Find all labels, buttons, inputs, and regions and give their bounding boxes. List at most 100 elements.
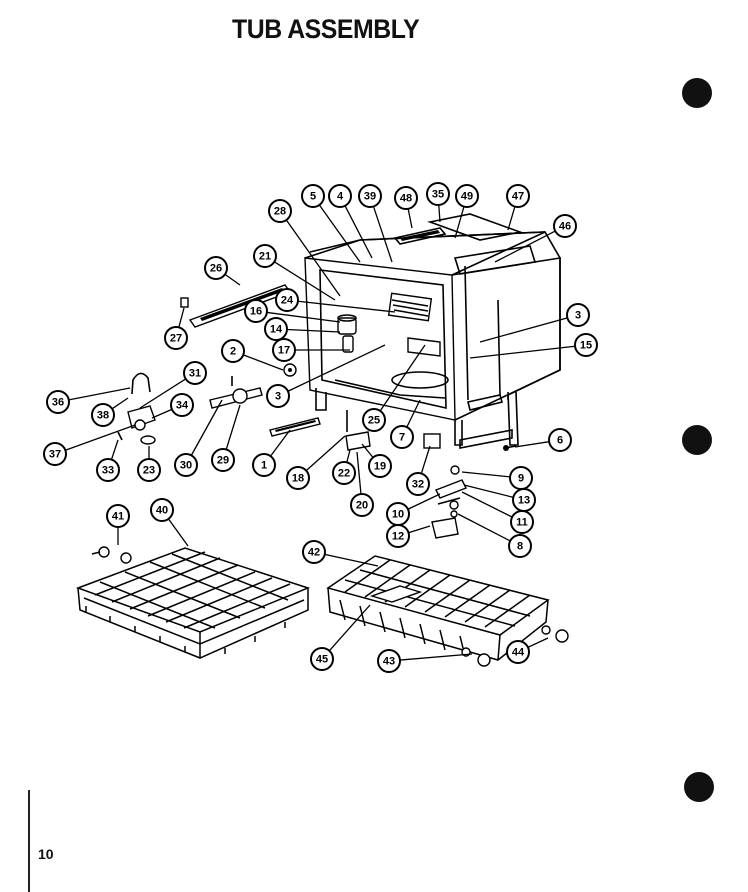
- callout-circle: [350, 493, 374, 517]
- binder-hole-middle: [682, 425, 712, 455]
- callout-5: 5: [301, 184, 361, 263]
- callout-number: 39: [364, 191, 376, 203]
- callout-circle: [96, 458, 120, 482]
- callout-circle: [508, 534, 532, 558]
- callout-number: 28: [274, 206, 286, 218]
- callout-48: 48: [394, 186, 418, 229]
- leader-line: [407, 208, 413, 229]
- callout-number: 3: [275, 391, 281, 403]
- leader-line: [190, 399, 223, 456]
- callout-number: 43: [383, 656, 395, 668]
- callout-44: 44: [506, 637, 549, 664]
- callout-number: 15: [580, 340, 592, 352]
- callout-circle: [332, 461, 356, 485]
- callout-number: 10: [392, 509, 404, 521]
- page-edge-line: [28, 790, 30, 892]
- callout-circle: [170, 393, 194, 417]
- leader-line: [346, 449, 351, 463]
- callout-number: 11: [516, 517, 528, 529]
- callout-circle: [377, 649, 401, 673]
- callout-1: 1: [252, 429, 291, 477]
- callout-number: 30: [180, 460, 192, 472]
- callout-47: 47: [506, 184, 530, 231]
- callout-circle: [286, 466, 310, 490]
- callout-number: 3: [575, 310, 581, 322]
- callout-46: 46: [494, 214, 577, 263]
- callout-42: 42: [302, 540, 379, 567]
- leader-line: [68, 387, 131, 401]
- callout-38: 38: [91, 397, 129, 427]
- callout-circle: [253, 244, 277, 268]
- callout-35: 35: [426, 182, 450, 223]
- callout-45: 45: [310, 604, 371, 671]
- callout-34: 34: [151, 393, 194, 419]
- callout-circle: [268, 199, 292, 223]
- callout-circle: [368, 454, 392, 478]
- callout-9: 9: [461, 466, 533, 490]
- callout-11: 11: [461, 491, 534, 534]
- callout-24: 24: [275, 288, 396, 313]
- leader-line: [344, 205, 373, 259]
- callout-number: 26: [210, 263, 222, 275]
- leader-line: [287, 344, 386, 392]
- callout-16: 16: [244, 299, 341, 323]
- upper-rack: [326, 555, 569, 667]
- callout-number: 34: [176, 400, 189, 412]
- callout-19: 19: [361, 443, 392, 478]
- callout-number: 46: [559, 221, 571, 233]
- callout-40: 40: [150, 498, 189, 547]
- leader-line: [318, 204, 361, 263]
- callout-number: 23: [143, 465, 155, 477]
- callout-number: 49: [461, 191, 473, 203]
- callout-number: 47: [512, 191, 524, 203]
- callout-number: 18: [292, 473, 304, 485]
- callout-37: 37: [43, 424, 136, 466]
- callout-17: 17: [272, 338, 350, 362]
- callout-25: 25: [362, 344, 426, 432]
- callout-28: 28: [268, 199, 341, 297]
- callout-circle: [426, 182, 450, 206]
- callout-21: 21: [253, 244, 336, 301]
- leader-line: [461, 471, 511, 478]
- callout-number: 2: [230, 346, 236, 358]
- leader-line: [297, 300, 396, 313]
- leader-line: [110, 439, 119, 460]
- leader-line: [454, 206, 465, 239]
- callout-number: 12: [392, 531, 404, 543]
- callout-circle: [43, 442, 67, 466]
- callout-number: 7: [399, 432, 405, 444]
- leader-line: [151, 408, 173, 419]
- callout-number: 6: [557, 435, 563, 447]
- leader-line: [361, 443, 374, 458]
- callout-circle: [264, 317, 288, 341]
- leader-line: [407, 493, 441, 510]
- callout-number: 44: [512, 647, 525, 659]
- leader-line: [507, 206, 516, 231]
- callout-circle: [46, 390, 70, 414]
- callout-circle: [506, 184, 530, 208]
- leader-line: [285, 219, 341, 297]
- callout-number: 17: [278, 345, 290, 357]
- callout-number: 24: [281, 295, 294, 307]
- callout-39: 39: [358, 184, 393, 263]
- leader-line: [420, 445, 431, 474]
- callout-20: 20: [350, 451, 374, 517]
- callout-number: 8: [517, 541, 523, 553]
- callout-43: 43: [377, 649, 473, 673]
- leader-line: [111, 397, 129, 410]
- callout-number: 27: [170, 333, 182, 345]
- callout-number: 5: [310, 191, 316, 203]
- callout-7: 7: [390, 399, 421, 449]
- callout-number: 19: [374, 461, 386, 473]
- leader-line: [266, 311, 341, 323]
- page-title: TUB ASSEMBLY: [232, 14, 420, 44]
- binder-hole-bottom: [684, 772, 714, 802]
- callout-3: 3: [266, 344, 386, 408]
- leader-line: [305, 435, 346, 472]
- leader-line: [463, 484, 514, 498]
- leader-line: [406, 399, 421, 428]
- callout-number: 22: [338, 468, 350, 480]
- callout-8: 8: [457, 513, 532, 558]
- callout-number: 42: [308, 547, 320, 559]
- leader-line: [286, 328, 341, 333]
